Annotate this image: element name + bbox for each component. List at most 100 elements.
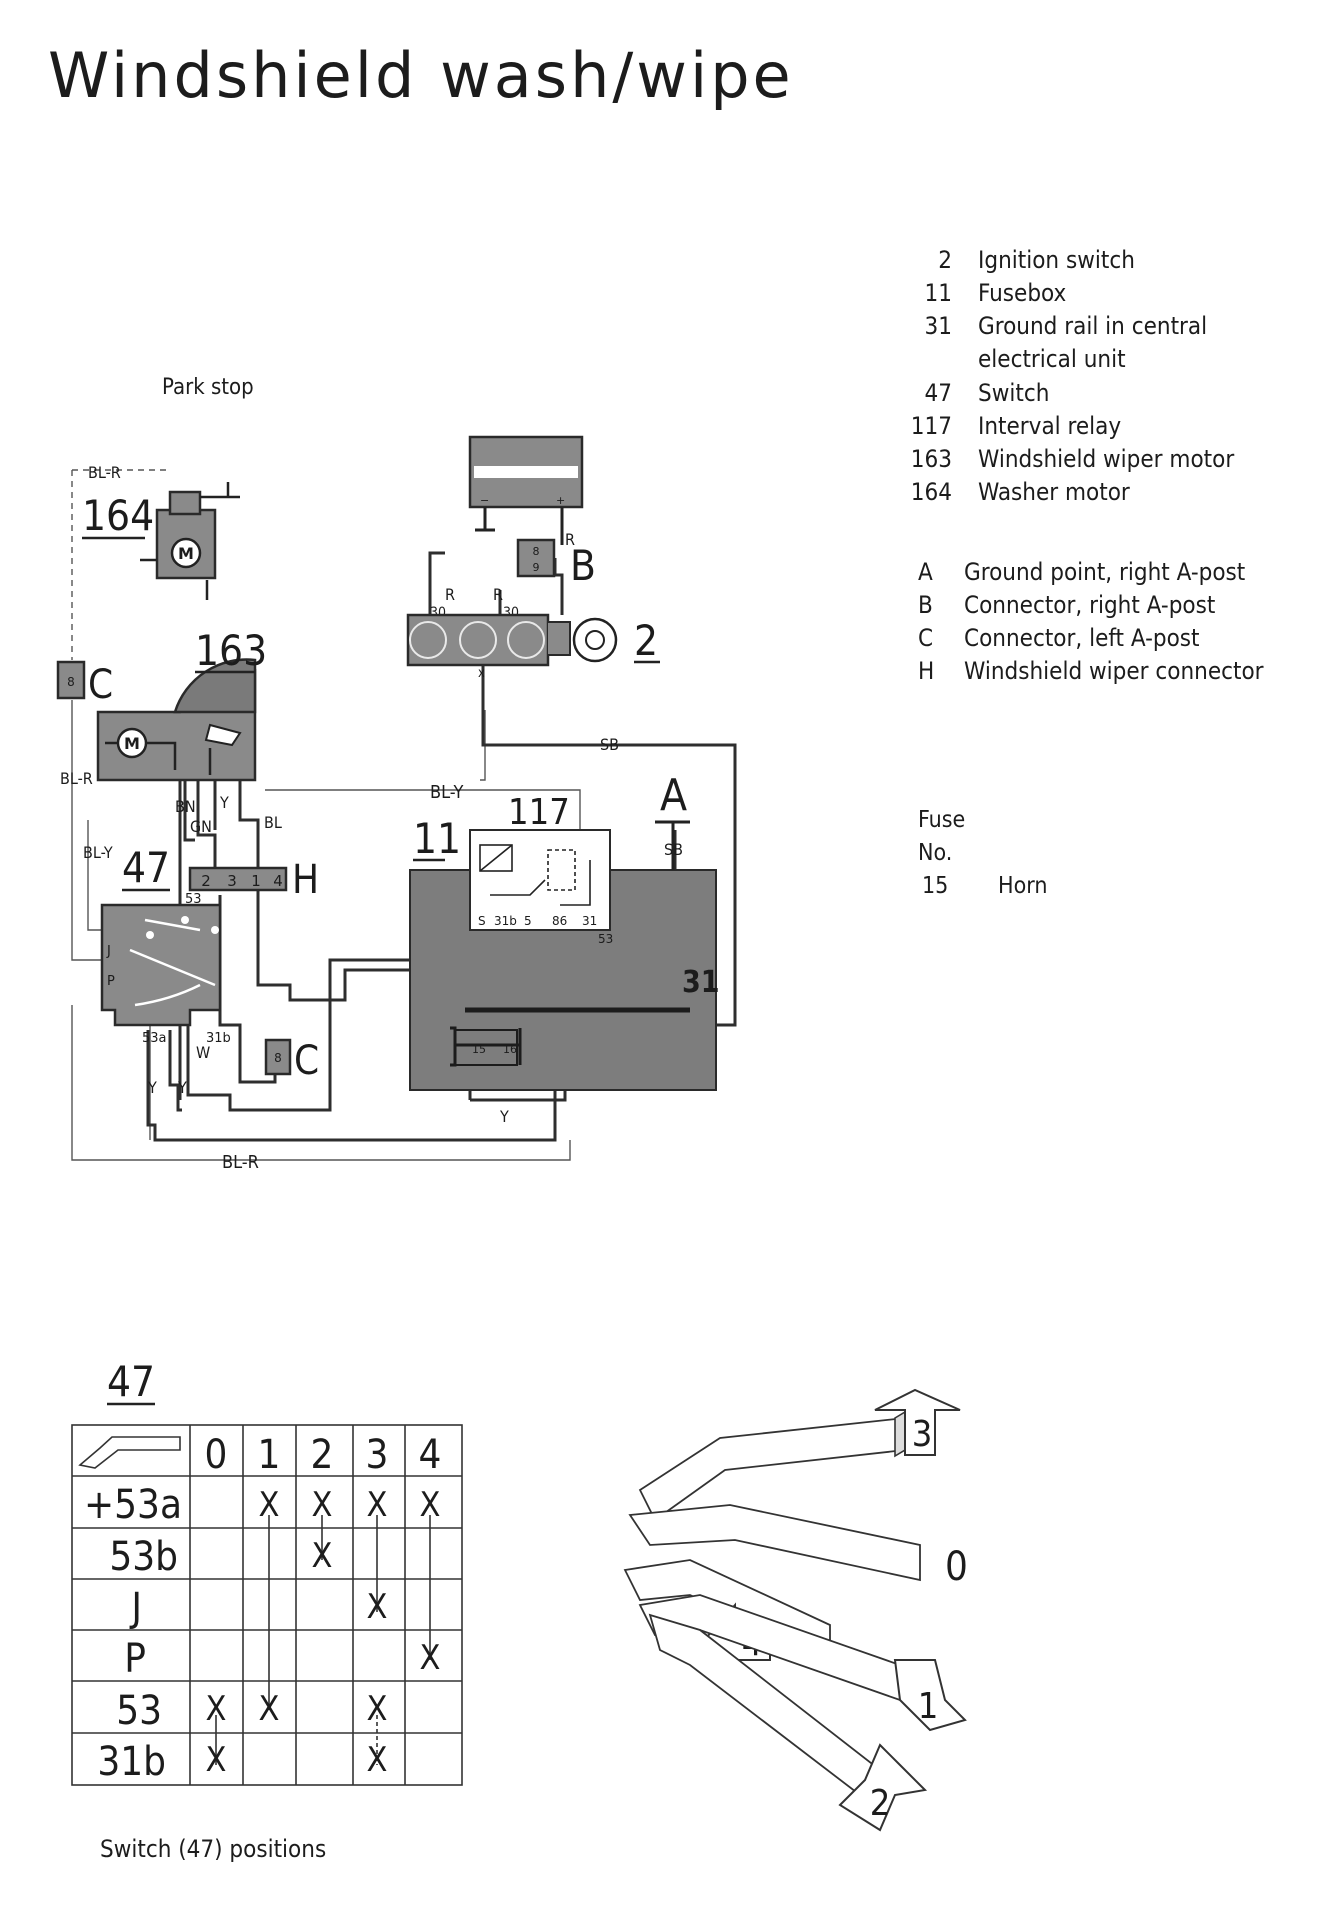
svg-text:Interval relay: Interval relay	[978, 412, 1121, 440]
fuse-number: 15	[922, 873, 948, 899]
wire-label: SB	[600, 735, 619, 754]
svg-text:53: 53	[185, 892, 202, 907]
wire-label: W	[196, 1043, 210, 1062]
svg-text:9: 9	[533, 561, 540, 574]
legend-row: 47 Switch	[925, 379, 1050, 407]
fuse-label: Horn	[998, 873, 1047, 899]
park-stop-label: Park stop	[162, 375, 254, 400]
table-mark: X	[420, 1638, 441, 1678]
svg-text:8: 8	[67, 675, 75, 689]
legend-row: electrical unit	[978, 345, 1126, 373]
svg-text:2: 2	[938, 246, 952, 274]
table-mark: X	[259, 1485, 280, 1525]
motor-symbol-icon	[170, 537, 202, 569]
table-mark: X	[367, 1485, 388, 1525]
connector-c-bottom: 8 C	[264, 1038, 319, 1084]
table-title: 47	[107, 1357, 155, 1406]
table-mark: X	[367, 1740, 388, 1780]
wire-label: BL-Y	[430, 782, 464, 803]
svg-text:164: 164	[911, 478, 952, 506]
svg-text:47: 47	[925, 379, 952, 407]
connector-letter: H	[292, 857, 319, 903]
svg-text:4: 4	[419, 1432, 442, 1478]
svg-text:16: 16	[503, 1043, 517, 1056]
table-mark: X	[312, 1536, 333, 1576]
svg-text:Windshield wiper motor: Windshield wiper motor	[978, 445, 1234, 473]
wire-label: BL-R	[222, 1152, 259, 1173]
wire-label: Y	[499, 1107, 509, 1126]
svg-text:electrical unit: electrical unit	[978, 345, 1126, 373]
svg-text:0: 0	[205, 1432, 228, 1478]
svg-text:31b: 31b	[97, 1739, 166, 1785]
wire-label: GN	[190, 817, 212, 836]
svg-text:+53a: +53a	[84, 1482, 182, 1528]
svg-text:31: 31	[925, 312, 952, 340]
svg-text:2: 2	[311, 1432, 334, 1478]
table-caption: Switch (47) positions	[100, 1835, 326, 1863]
svg-text:M: M	[178, 544, 194, 563]
lever-position-label: 0	[945, 1544, 968, 1590]
wire-label: BL-Y	[83, 843, 113, 862]
page-title: Windshield wash/wipe	[48, 39, 794, 112]
ignition-switch-2: 2	[406, 613, 660, 667]
svg-text:3: 3	[227, 872, 237, 890]
svg-text:A: A	[918, 558, 933, 586]
svg-text:31b: 31b	[494, 914, 517, 928]
svg-text:11: 11	[925, 279, 952, 307]
component-number: 2	[634, 616, 658, 665]
wire-label: Y	[219, 793, 229, 812]
svg-text:Ignition switch: Ignition switch	[978, 246, 1135, 274]
svg-text:8: 8	[274, 1051, 282, 1065]
svg-text:B: B	[918, 591, 933, 619]
connector-b: 8 9 B	[516, 538, 596, 590]
svg-text:31: 31	[582, 914, 597, 928]
svg-text:Connector, left A-post: Connector, left A-post	[964, 624, 1200, 652]
svg-text:C: C	[918, 624, 933, 652]
svg-text:Windshield wiper connector: Windshield wiper connector	[964, 657, 1264, 685]
svg-text:Connector, right A-post: Connector, right A-post	[964, 591, 1215, 619]
svg-text:4: 4	[273, 872, 283, 890]
legend-row: B Connector, right A-post	[918, 591, 1215, 619]
table-mark: X	[367, 1689, 388, 1729]
legend-row: 2 Ignition switch	[938, 246, 1135, 274]
wire-label: BL-R	[60, 769, 93, 788]
connector-legend: A Ground point, right A-post B Connector, …	[918, 558, 1264, 685]
svg-text:1: 1	[251, 872, 261, 890]
table-mark: X	[367, 1587, 388, 1627]
wire-label: BN	[175, 797, 196, 816]
svg-text:Washer motor: Washer motor	[978, 478, 1130, 506]
wire-label: Y	[177, 1078, 187, 1097]
svg-text:15: 15	[472, 1043, 486, 1056]
wire-label: R	[493, 585, 503, 604]
connector-letter: B	[570, 541, 596, 590]
table-mark: X	[312, 1485, 333, 1525]
svg-text:8: 8	[533, 545, 540, 558]
svg-text:J: J	[106, 944, 111, 959]
component-number: 11	[413, 814, 461, 863]
svg-text:M: M	[124, 734, 140, 753]
svg-text:Ground point, right A-post: Ground point, right A-post	[964, 558, 1245, 586]
wire-label: R	[565, 530, 575, 549]
svg-text:53a: 53a	[142, 1031, 167, 1046]
table-column-headers: 0 1 2 3 4	[205, 1432, 442, 1478]
svg-text:53: 53	[598, 932, 613, 946]
legend-row: 164 Washer motor	[911, 478, 1130, 506]
table-mark: X	[420, 1485, 441, 1525]
svg-text:Switch: Switch	[978, 379, 1049, 407]
svg-text:Fusebox: Fusebox	[978, 279, 1067, 307]
battery: − +	[468, 435, 584, 545]
wire-label: BL-R	[88, 463, 121, 482]
table-row-labels: +53a 53b J P 53 31b	[84, 1482, 182, 1785]
terminal-label: x	[478, 666, 485, 681]
connector-h: 2 3 1 4 H	[188, 857, 319, 903]
wire-label: BL	[264, 813, 282, 832]
ground-rail-label: 31	[682, 965, 720, 1000]
svg-text:J: J	[129, 1585, 142, 1631]
svg-text:53b: 53b	[109, 1534, 178, 1580]
thick-wire-labels: SB SB BN GN Y BL R R R Y Y Y W 30 30 x	[147, 530, 683, 1126]
connector-letter: C	[294, 1038, 319, 1084]
